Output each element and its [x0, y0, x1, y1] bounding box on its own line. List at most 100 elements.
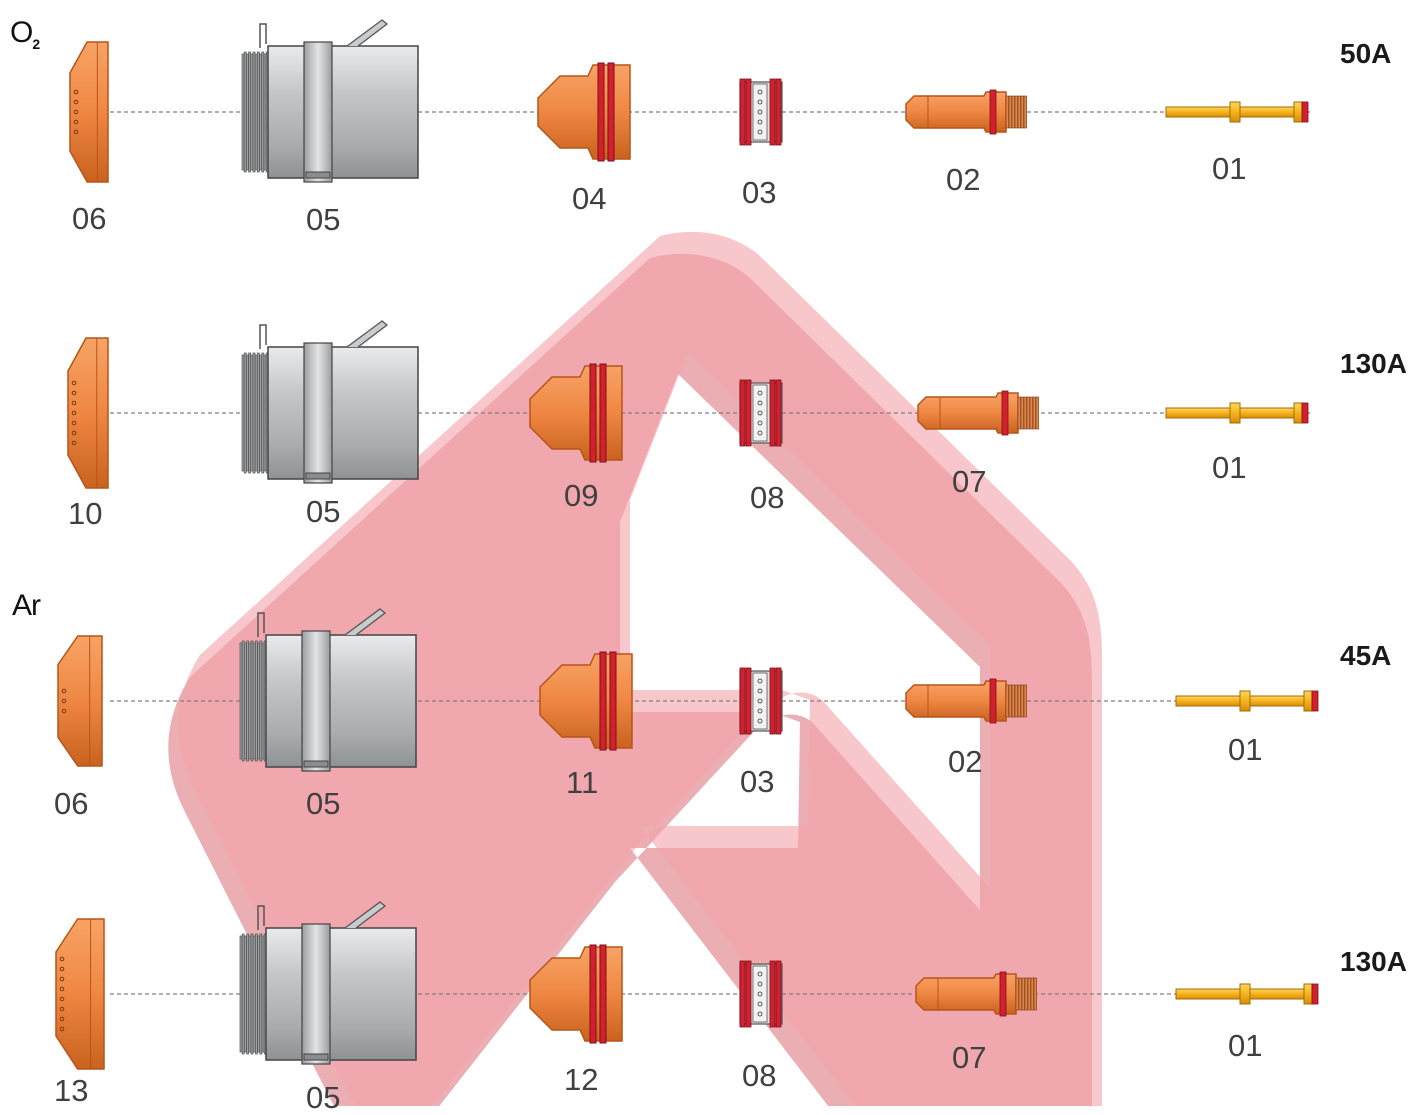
electrode-collar — [1229, 101, 1241, 123]
ring-hole — [757, 708, 763, 714]
ring-hole — [757, 410, 763, 416]
thread-ridge — [250, 354, 254, 472]
part-number-label: 01 — [1212, 151, 1247, 186]
ring-oring — [739, 960, 746, 1028]
part-number-label: 06 — [54, 786, 89, 821]
cap-lever — [344, 901, 387, 929]
thread-ridge — [254, 354, 258, 472]
nozzle-body — [915, 973, 1017, 1015]
ring-hole — [757, 400, 763, 406]
parts-row-2 — [67, 320, 1310, 489]
part-number-label: 07 — [952, 1040, 987, 1075]
thread-ridge — [255, 933, 258, 1055]
thread-ridge — [261, 642, 265, 760]
nozzle-thread — [1014, 95, 1018, 129]
shield-body — [539, 653, 633, 749]
electrode-insert — [1311, 983, 1319, 1005]
part-number-label: 05 — [306, 1080, 341, 1115]
cap-clip — [301, 630, 331, 772]
thread-ridge — [241, 640, 245, 762]
thread-ridge — [261, 51, 265, 173]
ring-oring — [745, 667, 752, 735]
thread-ridge — [254, 53, 258, 171]
ring-oring — [769, 78, 776, 146]
electrode-insert — [1311, 690, 1319, 712]
parts-row-1 — [69, 19, 1310, 183]
nozzle-thread — [1029, 396, 1033, 430]
ring-hole — [757, 688, 763, 694]
nozzle-thread — [1018, 977, 1022, 1011]
ring-band — [752, 384, 768, 442]
parts-row-3 — [57, 608, 1319, 772]
part-number-label: 10 — [68, 496, 103, 531]
thread-ridge — [241, 933, 245, 1055]
part-number-label: 08 — [742, 1058, 777, 1093]
cap-shell — [267, 45, 419, 179]
part-number-label: 11 — [566, 765, 599, 800]
watermark-logo — [168, 231, 1102, 1115]
nozzle-thread — [1015, 977, 1019, 1011]
shield-oring — [589, 363, 597, 463]
electrode-collar — [1239, 983, 1251, 1005]
thread-ridge — [259, 53, 262, 171]
nozzle-thread — [1027, 977, 1031, 1011]
thread-ridge — [263, 53, 267, 171]
cap-hole — [73, 89, 79, 95]
cap-hole — [71, 410, 77, 416]
shield-body — [529, 946, 623, 1042]
nozzle-thread — [1020, 396, 1024, 430]
ring-oring — [769, 667, 776, 735]
ring-hole — [757, 1011, 763, 1017]
thread-ridge — [243, 352, 247, 474]
cap-hole — [59, 976, 65, 982]
cap-body — [57, 635, 103, 767]
cap-body — [69, 41, 109, 183]
cap-clip — [301, 923, 331, 1065]
nozzle-body — [905, 91, 1007, 133]
ring-oring — [739, 78, 746, 146]
nozzle-thread — [1014, 684, 1018, 718]
ring-oring — [775, 667, 782, 735]
part-number-label: 01 — [1228, 1028, 1263, 1063]
ring-hole — [757, 430, 763, 436]
cap-hole — [71, 440, 77, 446]
cap-clip — [303, 342, 333, 484]
nozzle-thread — [1011, 684, 1015, 718]
thread-ridge — [239, 642, 243, 760]
nozzle-thread — [1023, 95, 1027, 129]
nozzle-oring — [999, 971, 1007, 1017]
thread-ridge — [252, 352, 256, 474]
thread-ridge — [248, 51, 251, 173]
nozzle-thread — [1008, 684, 1012, 718]
cap-shell — [267, 346, 419, 480]
thread-ridge — [243, 51, 247, 173]
cap-hole — [59, 956, 65, 962]
part-number-label: 05 — [306, 786, 341, 821]
shield-oring — [607, 62, 615, 162]
part-number-label: 03 — [740, 764, 775, 799]
cap-lever — [344, 608, 387, 636]
thread-ridge — [244, 935, 247, 1053]
ring-hole — [757, 89, 763, 95]
thread-ridge — [248, 352, 251, 474]
cap-body — [67, 337, 109, 489]
shield-body — [529, 365, 623, 461]
cap-hole — [59, 1016, 65, 1022]
ring-oring — [769, 960, 776, 1028]
thread-ridge — [257, 352, 260, 474]
ring-band — [752, 965, 768, 1023]
ring-oring — [745, 379, 752, 447]
shield-oring — [589, 944, 597, 1044]
thread-ridge — [250, 640, 254, 762]
nozzle-thread — [1017, 396, 1021, 430]
part-number-label: 06 — [72, 201, 107, 236]
cap-hole — [71, 380, 77, 386]
cap-hole — [71, 430, 77, 436]
thread-ridge — [248, 642, 252, 760]
part-number-label: 05 — [306, 494, 341, 529]
thread-ridge — [252, 51, 256, 173]
cap-latch — [303, 760, 329, 768]
nozzle-thread — [1035, 396, 1039, 430]
cap-hole — [71, 400, 77, 406]
